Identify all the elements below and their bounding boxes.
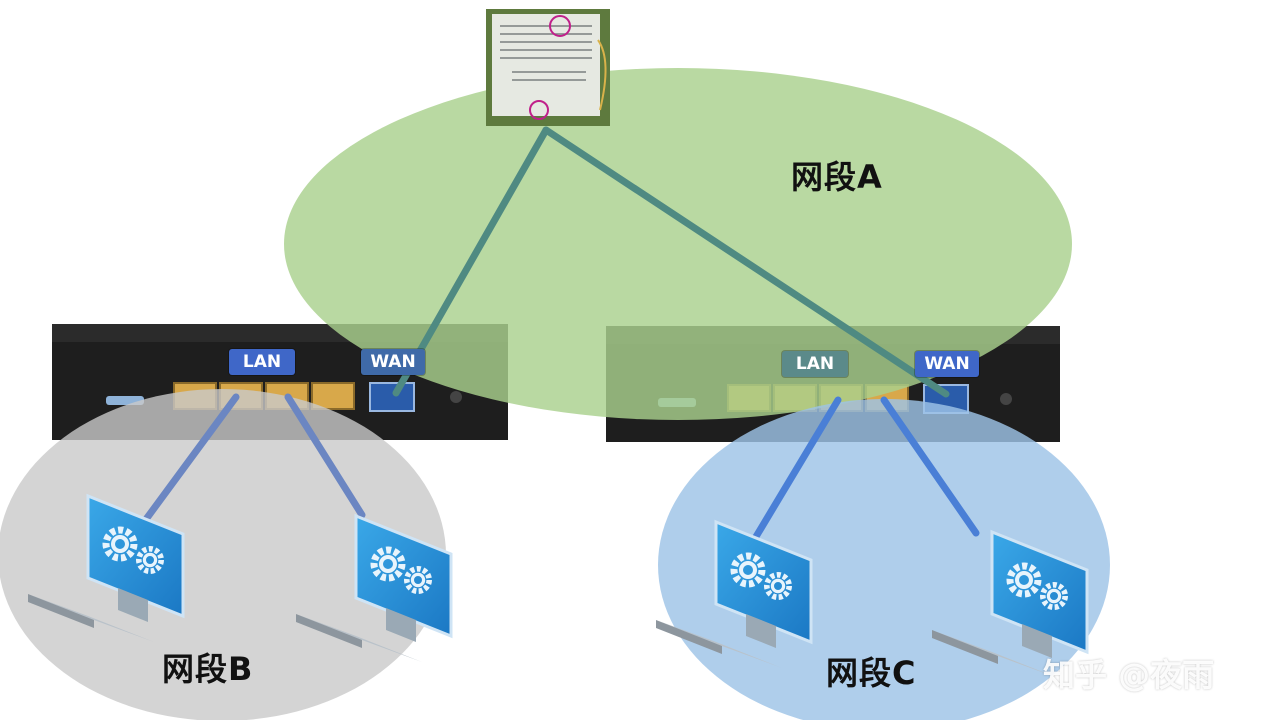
segment-a-label: 网段A	[791, 158, 883, 196]
lan-lines-left	[140, 393, 366, 526]
segment-a-ellipse	[284, 68, 1072, 420]
wan-tag-left: WAN	[361, 349, 425, 375]
computer-c2-icon	[932, 529, 1089, 678]
lan-tag-right: LAN	[782, 351, 848, 377]
lan-lines-right	[750, 396, 980, 544]
watermark-text: 知乎 @夜雨	[1043, 656, 1215, 694]
segment-c-label: 网段C	[826, 654, 917, 692]
computer-c1-icon	[656, 519, 813, 668]
segment-b-label: 网段B	[162, 650, 254, 688]
modem-device	[486, 9, 610, 126]
uplink-line-right	[542, 126, 950, 398]
power-jack-left	[450, 391, 462, 403]
wan-port-left	[369, 382, 415, 412]
computer-b2-icon	[296, 513, 453, 662]
wan-tag-right: WAN	[915, 351, 979, 377]
lan-tag-left: LAN	[229, 349, 295, 375]
computer-b1-icon	[28, 493, 185, 642]
power-jack-right	[1000, 393, 1012, 405]
